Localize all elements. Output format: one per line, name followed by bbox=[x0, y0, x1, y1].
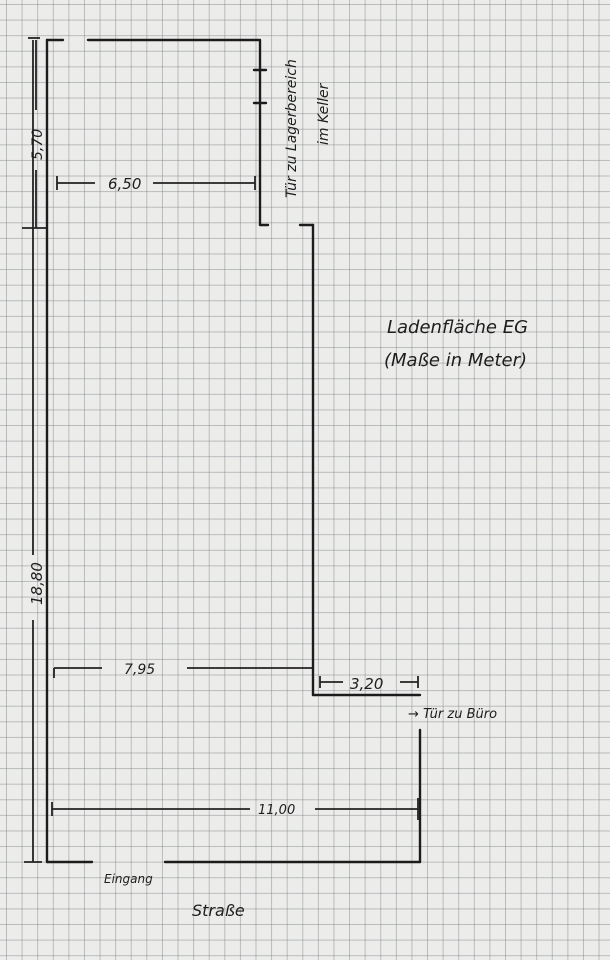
plan-title: Ladenfläche EG bbox=[387, 317, 528, 338]
entrance-label: Eingang bbox=[104, 872, 153, 886]
office-door-label: → Tür zu Büro bbox=[408, 707, 497, 722]
dim-width-upper-label: 6,50 bbox=[108, 175, 141, 193]
storage-door-label: Tür zu Lagerbereich bbox=[284, 59, 300, 198]
dim-total-label: 18,80 bbox=[28, 562, 46, 605]
walls bbox=[45, 38, 422, 864]
dim-front-label: 11,00 bbox=[258, 803, 295, 818]
dim-step-label: 7,95 bbox=[124, 662, 155, 678]
street-label: Straße bbox=[192, 901, 245, 920]
dim-upper-label: 5,70 bbox=[30, 129, 46, 160]
dimension-lines bbox=[22, 37, 419, 863]
dim-office-label: 3,20 bbox=[350, 675, 383, 693]
storage-door-label-2: im Keller bbox=[316, 82, 332, 145]
plan-subtitle: (Maße in Meter) bbox=[384, 350, 527, 371]
